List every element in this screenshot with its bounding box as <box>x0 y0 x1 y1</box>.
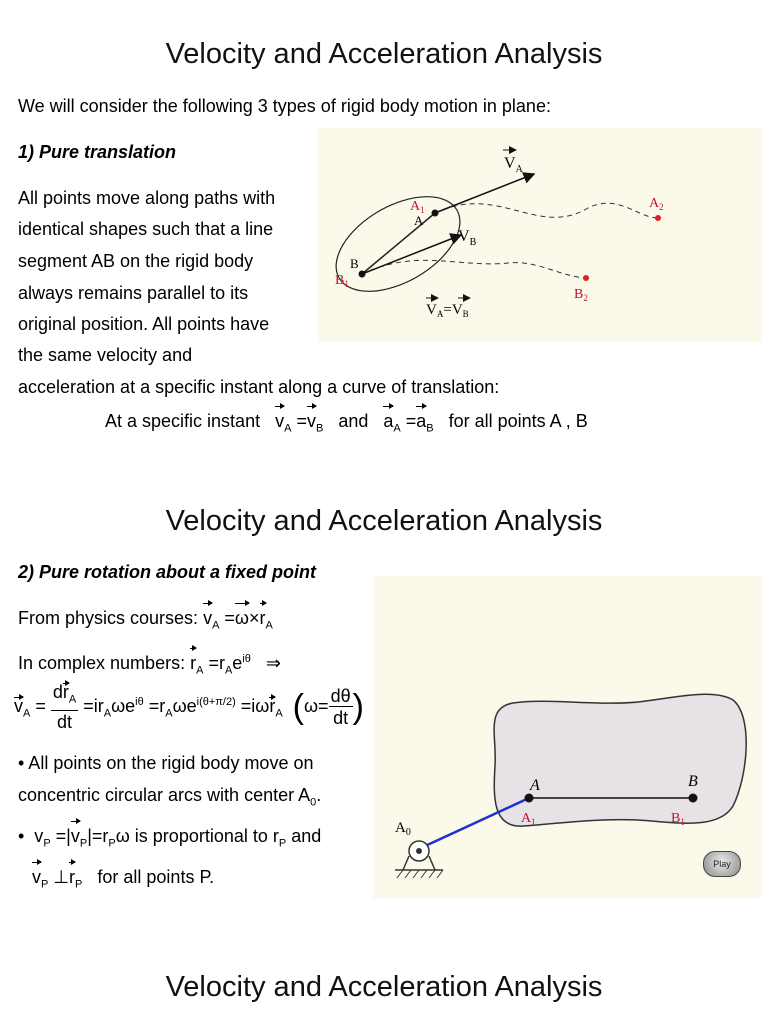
physics-formula: From physics courses: vA =ω×rA <box>18 600 273 642</box>
figure-equation: VA=VB <box>426 302 469 319</box>
body-line: segment AB on the rigid body <box>18 251 254 271</box>
bullet-perpendicular: vP ⊥rP for all points P. <box>32 859 214 901</box>
bullet-concentric-line1: • All points on the rigid body move on <box>18 753 314 773</box>
translation-diagram: VA VB A1 A B B1 A2 B2 VA=VB <box>335 146 664 319</box>
point-a <box>524 793 534 803</box>
label-a0: A0 <box>395 820 411 838</box>
label-a1: A1 <box>410 199 425 215</box>
velocity-vector-a <box>434 172 536 214</box>
label-b1: B1 <box>335 273 349 289</box>
slide1-heading: 1) Pure translation <box>18 142 177 162</box>
label-va: VA <box>504 155 524 175</box>
eq-suffix: for all points A , B <box>448 411 588 431</box>
label-vb: VB <box>458 228 477 248</box>
rotation-diagram: A B A1 B1 A0 <box>395 693 747 879</box>
translation-equation: At a specific instant vA =vB and aA =aB … <box>105 403 588 445</box>
slide3-title: Velocity and Acceleration Analysis <box>165 971 603 1003</box>
crank-link <box>422 796 530 849</box>
point-b <box>688 793 698 803</box>
bullet-concentric-line2: concentric circular arcs with center A0. <box>18 785 322 809</box>
path-b <box>361 259 587 279</box>
body-line: All points move along paths with <box>18 188 276 208</box>
label-a: A <box>414 213 424 228</box>
translation-figure: VA VB A1 A B B1 A2 B2 VA=VB <box>318 128 762 342</box>
path-a <box>434 202 659 219</box>
point-a1 <box>431 209 439 217</box>
velocity-vector-b <box>361 233 463 275</box>
play-button[interactable]: Play <box>703 851 741 877</box>
label-a1: A1 <box>521 811 536 827</box>
slide1-intro: We will consider the following 3 types o… <box>18 96 551 116</box>
rigid-body-outline <box>335 196 461 292</box>
label-b: B <box>350 256 359 271</box>
point-b2 <box>583 275 589 281</box>
rotation-figure: A B A1 B1 A0 <box>373 576 762 898</box>
label-a2: A2 <box>649 196 664 212</box>
slide2-heading: 2) Pure rotation about a fixed point <box>18 562 317 582</box>
body-line: original position. All points have <box>18 314 270 334</box>
rigid-body-shape <box>493 693 747 827</box>
physics-prefix: From physics courses: <box>18 608 199 628</box>
label-a: A <box>529 777 540 794</box>
slide2-title: Velocity and Acceleration Analysis <box>165 505 603 537</box>
body-line: acceleration at a specific instant along… <box>18 377 500 397</box>
body-line: identical shapes such that a line <box>18 219 274 239</box>
eq-prefix: At a specific instant <box>105 411 261 431</box>
body-line: always remains parallel to its <box>18 283 249 303</box>
label-b: B <box>688 773 698 790</box>
body-line: the same velocity and <box>18 345 193 365</box>
eq-and: and <box>338 411 369 431</box>
complex-formula: In complex numbers: rA =rAeiθ ⇒ <box>18 643 281 687</box>
segment-ab <box>361 212 436 275</box>
label-b1: B1 <box>671 811 685 827</box>
complex-prefix: In complex numbers: <box>18 653 186 673</box>
label-b2: B2 <box>574 287 588 303</box>
point-b1 <box>358 270 366 278</box>
point-a2 <box>655 215 661 221</box>
bullet-speed: • vP =|vP|=rPω is proportional to rP and <box>18 818 321 860</box>
slide1-title: Velocity and Acceleration Analysis <box>165 38 603 70</box>
